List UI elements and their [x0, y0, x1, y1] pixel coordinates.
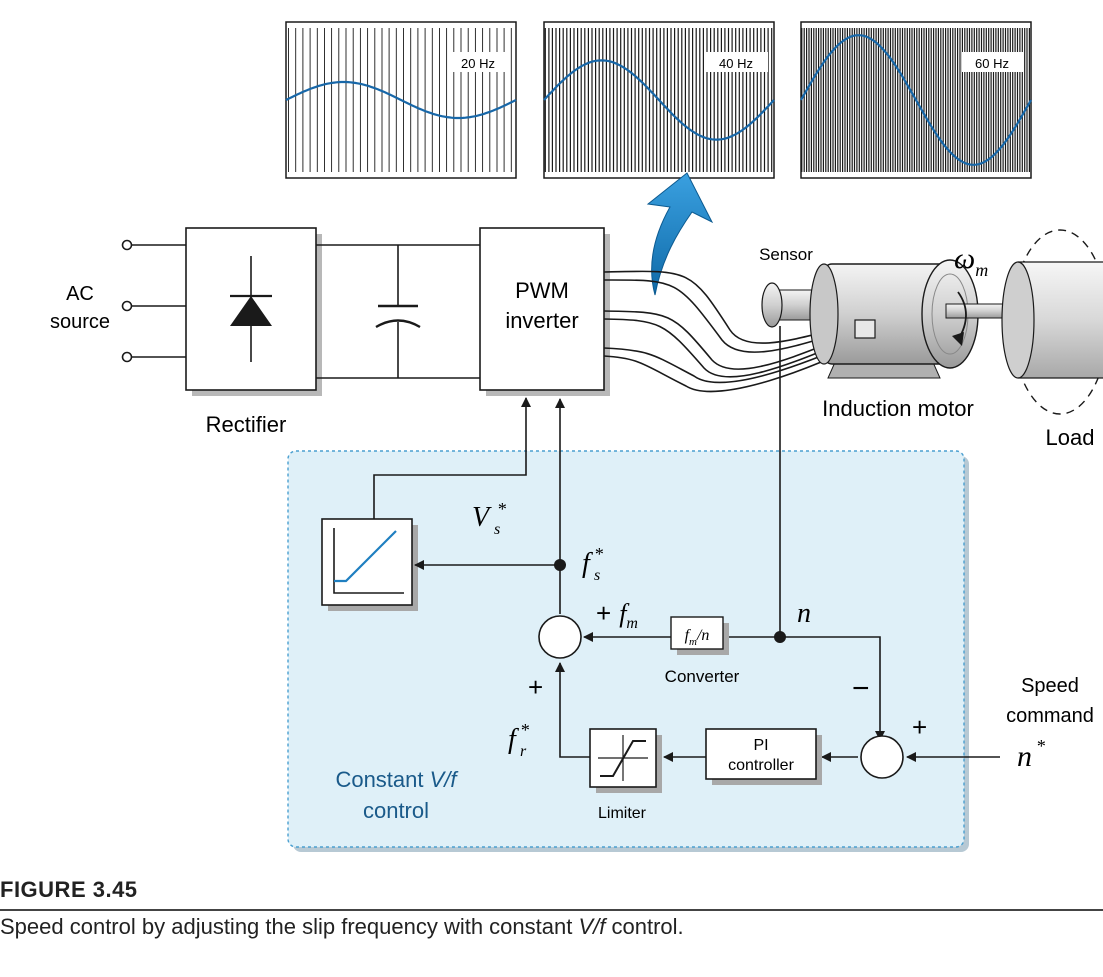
signal-lines — [373, 326, 1000, 762]
pwm-inverter-block — [479, 227, 610, 396]
speed-label: Speed — [1021, 675, 1079, 697]
control-region-subtitle: control — [363, 798, 429, 823]
caption-vf-term: V/f — [578, 914, 606, 939]
control-region-title: Constant V/f — [335, 767, 459, 792]
pi-controller-block — [705, 728, 822, 785]
inverter-label: inverter — [505, 308, 578, 333]
minus-sign-n: − — [852, 672, 870, 705]
fm-label: +fm — [596, 598, 638, 632]
rectifier-label: Rectifier — [206, 412, 287, 437]
figure-caption: Speed control by adjusting the slip freq… — [0, 914, 684, 940]
n-label: n — [797, 598, 811, 629]
limiter-label: Limiter — [598, 805, 647, 822]
controller-label: controller — [728, 757, 794, 774]
source-label: source — [50, 311, 110, 333]
limiter-block — [589, 728, 662, 793]
command-label: command — [1006, 705, 1094, 727]
ac-source-terminals — [121, 239, 186, 363]
induction-motor — [809, 259, 1037, 379]
frequency-label: 20 Hz — [461, 56, 495, 71]
frequency-summing-junction — [538, 615, 582, 659]
omega-m-label: ωm — [954, 242, 988, 280]
induction-motor-label: Induction motor — [822, 396, 974, 421]
sensor-label: Sensor — [759, 245, 813, 264]
rectifier-block — [185, 227, 322, 396]
caption-divider — [0, 909, 1103, 911]
ac-label: AC — [66, 283, 94, 305]
n-junction-dot — [774, 631, 786, 643]
diagram-canvas: 20 Hz 40 Hz 60 Hz AC source Recti — [50, 21, 1103, 852]
pwm-waveform-60hz: 60 Hz — [800, 21, 1032, 179]
fundamental-sine-wave — [543, 59, 775, 141]
figure-number: FIGURE 3.45 — [0, 877, 138, 902]
fs-junction-dot — [554, 559, 566, 571]
converter-block — [670, 616, 729, 655]
caption-text-end: control. — [605, 914, 684, 939]
vf-characteristic-block — [321, 518, 418, 611]
plus-sign-fr: + — [528, 672, 543, 702]
pi-label: PI — [753, 737, 768, 754]
load-label: Load — [1046, 425, 1095, 450]
fundamental-sine-wave — [800, 34, 1032, 166]
pwm-waveform-40hz: 40 Hz — [543, 21, 775, 179]
speed-error-summing-junction — [860, 735, 904, 779]
pwm-waveform-20hz: 20 Hz — [285, 21, 517, 179]
caption-text-start: Speed control by adjusting the slip freq… — [0, 914, 579, 939]
diode-icon — [230, 256, 272, 362]
nstar-label: n* — [1017, 736, 1045, 773]
converter-ratio-label: fm/n — [685, 627, 710, 648]
capacitor-icon — [375, 304, 421, 329]
fr-star-label: f*r — [508, 720, 529, 760]
fs-star-label: f*s — [582, 544, 603, 584]
plus-sign-nstar: + — [912, 712, 927, 742]
dc-link — [316, 244, 480, 379]
fundamental-sine-wave — [285, 80, 517, 120]
pwm-label: PWM — [515, 278, 569, 303]
load — [1001, 229, 1103, 415]
output-waveform-arrow — [646, 172, 714, 296]
frequency-label: 60 Hz — [975, 56, 1009, 71]
frequency-label: 40 Hz — [719, 56, 753, 71]
converter-label: Converter — [665, 667, 740, 686]
vs-star-label: V*s — [472, 499, 506, 538]
